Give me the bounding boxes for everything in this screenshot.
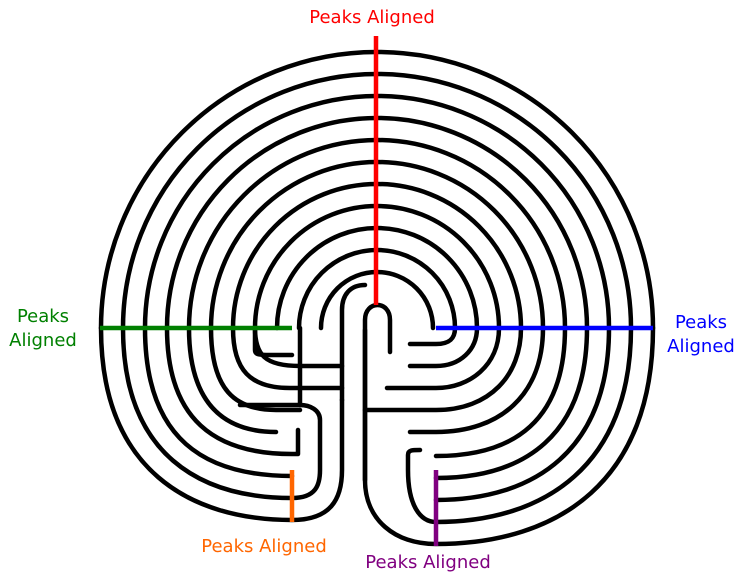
maze-lower-left-wall	[98, 325, 345, 523]
label-right: Peaks Aligned	[667, 311, 735, 359]
maze-lower-left-wall	[208, 325, 303, 413]
maze-lower-right-wall	[433, 325, 568, 459]
maze-center-left	[339, 282, 368, 403]
maze-lower-right-wall	[407, 325, 480, 369]
maze-center-hook	[362, 302, 393, 483]
maze-lower-right-wall	[433, 325, 612, 503]
maze-lower-left-wall	[142, 325, 295, 479]
maze-lower-right-wall	[362, 325, 656, 547]
label-left-line2: Aligned	[9, 330, 77, 351]
alignment-markers	[100, 36, 653, 546]
label-bottom-left-text: Peaks Aligned	[201, 536, 327, 557]
label-top-text: Peaks Aligned	[309, 7, 435, 28]
label-bottom-right-text: Peaks Aligned	[365, 552, 491, 573]
maze-lower-left-wall	[230, 325, 345, 391]
label-bottom-left: Peaks Aligned	[201, 535, 327, 559]
maze-inner-left	[252, 325, 295, 358]
maze-lower-right-wall	[433, 325, 590, 481]
label-bottom-right: Peaks Aligned	[365, 551, 491, 575]
label-left-line1: Peaks	[16, 306, 70, 327]
maze-lower-right-wall	[407, 325, 546, 435]
maze-lower-left-wall	[164, 325, 301, 457]
label-right-line1: Peaks	[674, 312, 728, 333]
maze-lower-left-wall	[186, 325, 279, 435]
maze-lower-right-wall	[362, 325, 524, 413]
label-top: Peaks Aligned	[309, 6, 435, 30]
maze-lower-right-wall	[405, 325, 634, 525]
maze-lower-right-wall	[384, 325, 502, 391]
label-left: Peaks Aligned	[9, 305, 77, 353]
label-right-line2: Aligned	[667, 336, 735, 357]
maze-lower-right-wall	[407, 325, 458, 347]
